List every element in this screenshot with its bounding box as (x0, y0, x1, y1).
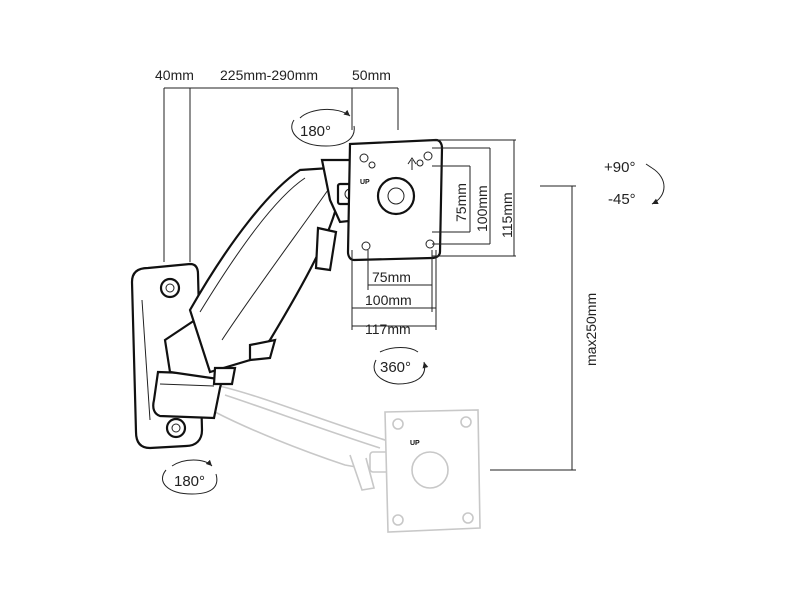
vesa-hole (361, 241, 371, 251)
up-label: UP (360, 179, 370, 186)
plate-horizontal-dimensions (351, 250, 437, 330)
height-adjust-dimension (490, 185, 576, 471)
swivel-wall-indicator (161, 459, 218, 495)
ghost-up-label: UP (410, 440, 420, 447)
wall-screw-hole-bottom (165, 417, 187, 439)
tilt-down-label: -45° (608, 191, 636, 208)
top-dimension-lines (163, 87, 399, 262)
vesa-v-small-label: 75mm (453, 183, 469, 222)
plate-offset-label: 50mm (352, 67, 391, 83)
arm-lower-position-ghost: UP (214, 384, 481, 533)
swivel-top-label: 180° (300, 123, 331, 140)
arm-reach-label: 225mm-290mm (220, 67, 318, 83)
tilt-indicator (645, 163, 665, 205)
rotation-360-label: 360° (380, 359, 411, 376)
gas-spring-arm (188, 158, 364, 386)
plate-width-label: 117mm (365, 321, 411, 337)
swivel-wall-label: 180° (174, 473, 205, 490)
up-arrow-icon (407, 157, 417, 170)
rotation-hub (376, 176, 416, 216)
tilt-up-label: +90° (604, 159, 635, 176)
vesa-h-small-label: 75mm (372, 269, 411, 285)
vesa-plate: UP (346, 138, 444, 262)
vesa-hole (359, 153, 369, 163)
height-adjust-label: max250mm (583, 293, 599, 366)
swivel-top-indicator (291, 109, 355, 147)
plate-vertical-dimensions (430, 139, 516, 257)
vesa-hole (423, 151, 433, 161)
rotation-360-indicator (373, 347, 429, 385)
wall-screw-hole-top (159, 277, 181, 299)
vesa-h-large-label: 100mm (365, 292, 412, 308)
vesa-v-large-label: 100mm (474, 185, 490, 232)
plate-height-label: 115mm (499, 192, 515, 238)
wall-offset-label: 40mm (155, 67, 194, 83)
